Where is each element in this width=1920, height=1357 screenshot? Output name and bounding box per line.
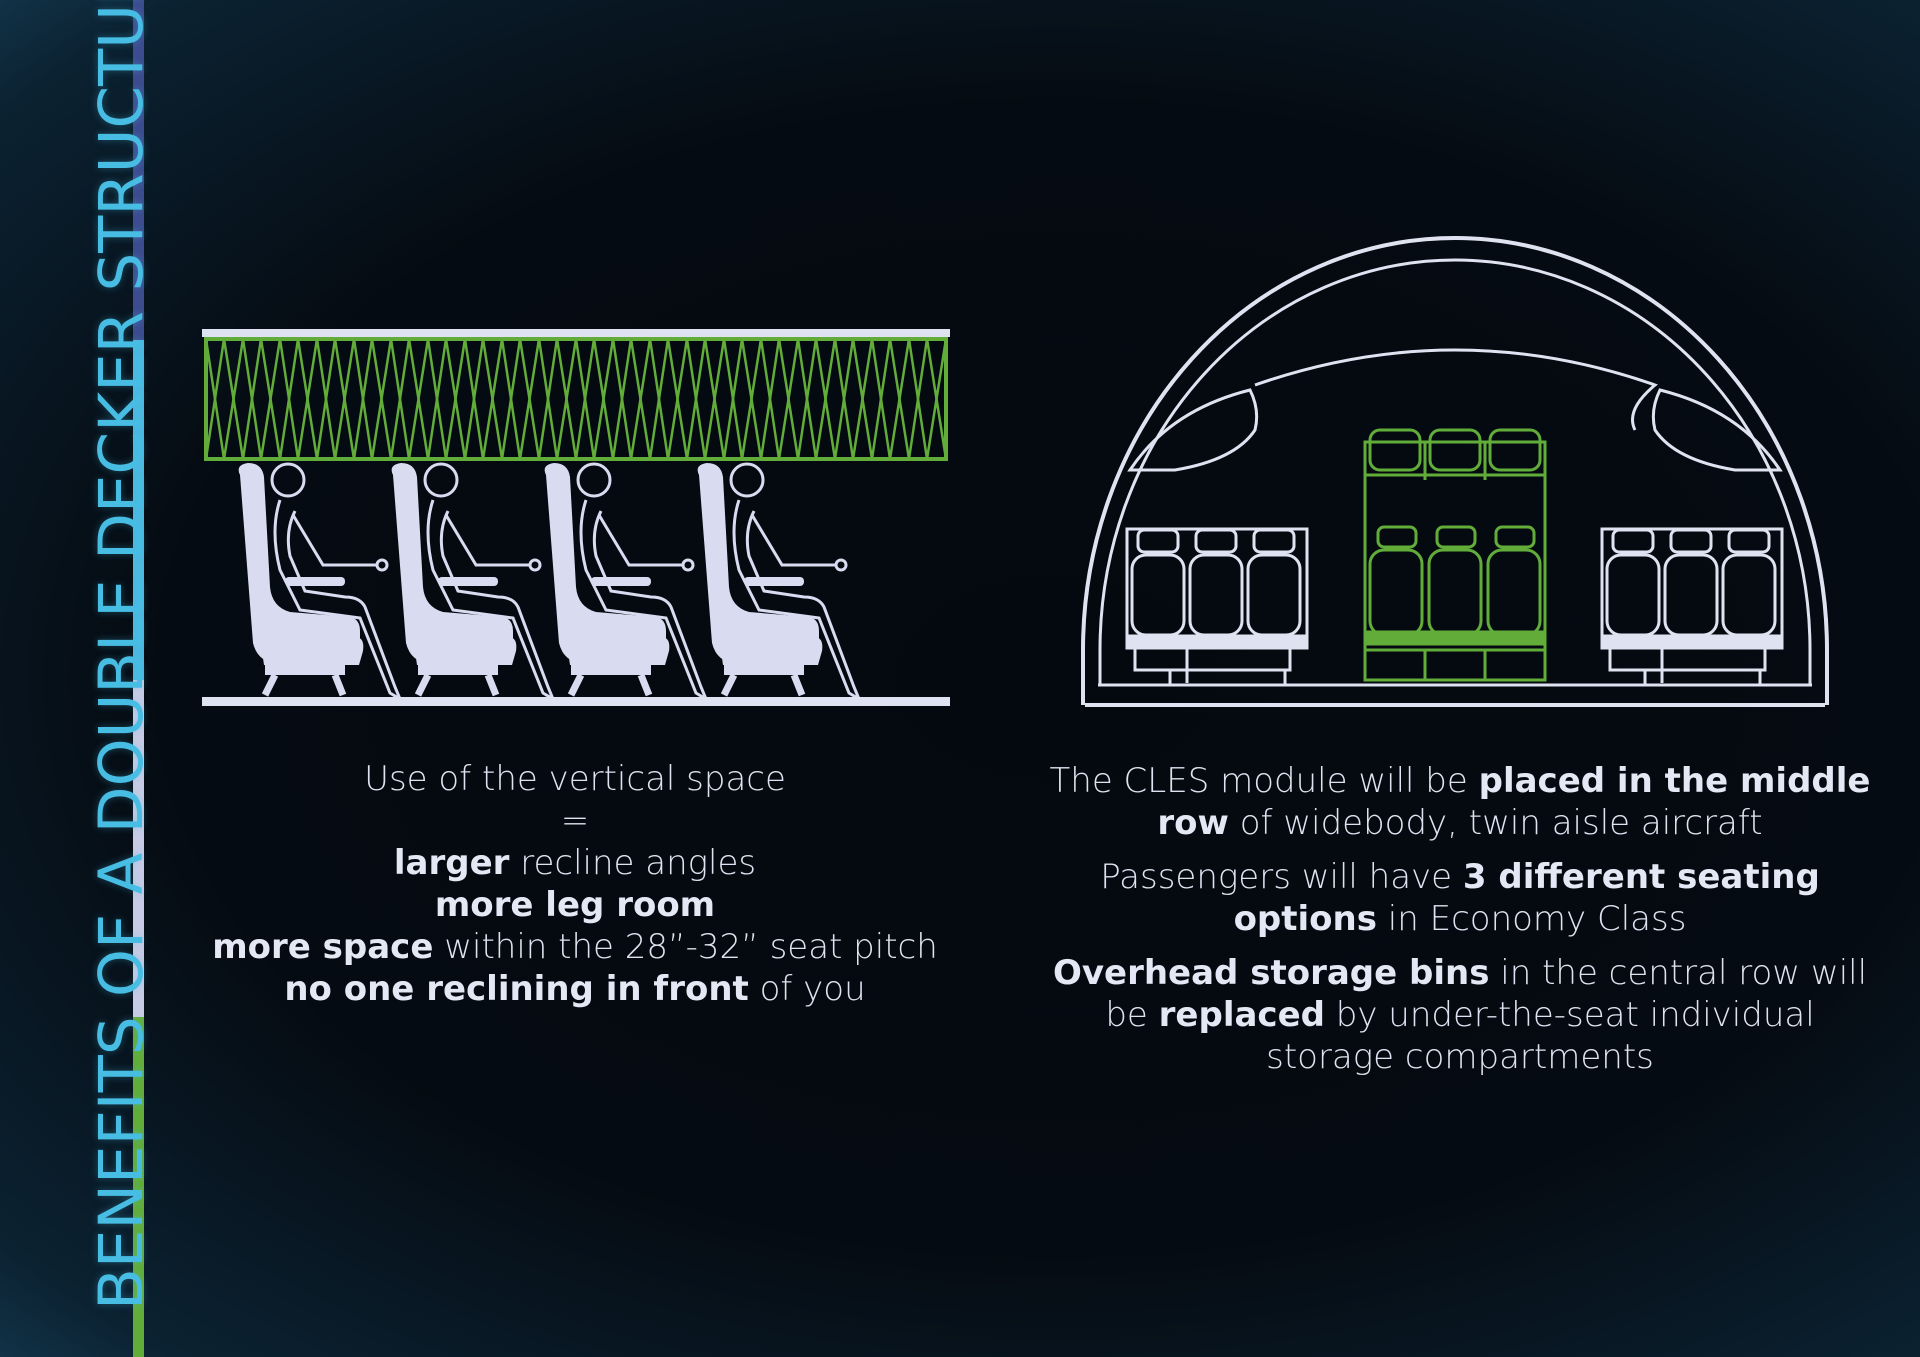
left-line-4: more leg room — [434, 885, 716, 925]
left-line-2: = — [560, 801, 590, 841]
stripe-blue — [133, 340, 144, 680]
left-caption: Use of the vertical space = larger recli… — [200, 758, 950, 1010]
stripe-navy — [133, 0, 144, 340]
left-line-3: larger recline angles — [393, 843, 757, 883]
right-paragraph-3: Overhead storage bins in the central row… — [1052, 953, 1868, 1077]
stripe-green — [133, 1017, 144, 1357]
stripe-lavender — [133, 680, 144, 1017]
right-paragraph-1: The CLES module will be placed in the mi… — [1049, 761, 1871, 843]
left-line-1: Use of the vertical space — [364, 759, 786, 799]
right-caption: The CLES module will be placed in the mi… — [1040, 760, 1880, 1090]
right-paragraph-2: Passengers will have 3 different seating… — [1100, 857, 1820, 939]
cross-section-illustration — [1081, 235, 1829, 707]
left-line-5: more space within the 28”-32” seat pitch — [212, 927, 938, 967]
left-line-6: no one reclining in front of you — [284, 969, 866, 1009]
side-view-illustration — [202, 329, 950, 706]
